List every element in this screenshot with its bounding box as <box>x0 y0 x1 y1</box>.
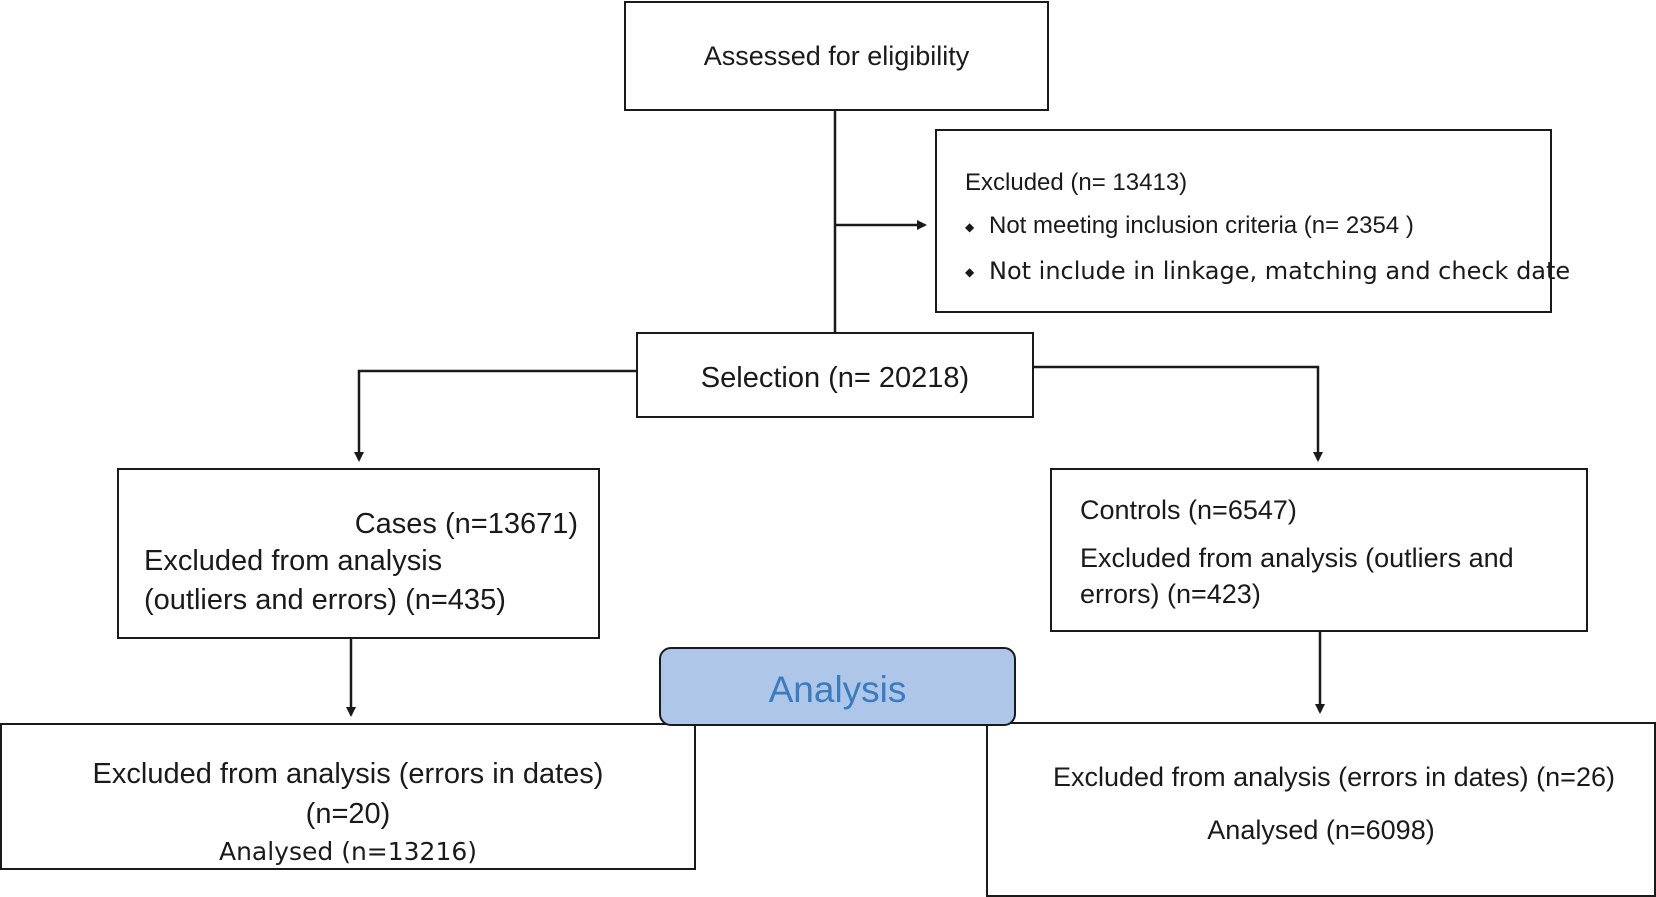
cases-analysed-box: Excluded from analysis (errors in dates)… <box>0 723 696 870</box>
excluded-title: Excluded (n= 13413) <box>965 169 1188 196</box>
analysis-label: Analysis <box>768 669 907 710</box>
selection-box: Selection (n= 20218) <box>636 332 1034 418</box>
assessed-label: Assessed for eligibility <box>703 41 970 71</box>
arrow-selection-to-controls <box>1034 365 1323 462</box>
excluded-item-linkage: ◆ Not include in linkage, matching and ch… <box>965 259 1570 283</box>
assessed-box: Assessed for eligibility <box>624 1 1049 111</box>
diamond-bullet-icon: ◆ <box>965 219 975 234</box>
controls-date-errors: Excluded from analysis (errors in dates)… <box>1053 762 1615 792</box>
cases-date-errors-line-2: (n=20) <box>305 798 391 830</box>
arrow-selection-to-cases <box>354 369 636 462</box>
controls-analysed-count: Analysed (n=6098) <box>1207 815 1435 845</box>
excluded-item-label: Not meeting inclusion criteria (n= 2354 … <box>989 212 1414 239</box>
cases-excluded-line-1: Excluded from analysis <box>144 545 443 577</box>
selection-label: Selection (n= 20218) <box>700 362 970 394</box>
cases-analysed-count: Analysed (n=13216) <box>218 837 478 866</box>
controls-excluded-line-1: Excluded from analysis (outliers and <box>1080 543 1514 573</box>
controls-box: Controls (n=6547) Excluded from analysis… <box>1050 468 1588 632</box>
analysis-label-box: Analysis <box>659 647 1016 726</box>
excluded-item-label: Not include in linkage, matching and che… <box>989 257 1571 285</box>
cases-excluded-line-2: (outliers and errors) (n=435) <box>144 584 506 616</box>
excluded-item-inclusion-criteria: ◆ Not meeting inclusion criteria (n= 2354… <box>965 214 1414 238</box>
controls-excluded-line-2: errors) (n=423) <box>1080 579 1261 609</box>
cases-date-errors-line-1: Excluded from analysis (errors in dates) <box>92 758 604 790</box>
excluded-box: Excluded (n= 13413) ◆ Not meeting inclusi… <box>935 129 1570 313</box>
cases-box: Cases (n=13671) Excluded from analysis (… <box>117 468 600 639</box>
cases-title: Cases (n=13671) <box>354 508 578 540</box>
diamond-bullet-icon: ◆ <box>965 265 975 279</box>
controls-analysed-box: Excluded from analysis (errors in dates)… <box>986 722 1656 897</box>
controls-title: Controls (n=6547) <box>1080 495 1297 525</box>
